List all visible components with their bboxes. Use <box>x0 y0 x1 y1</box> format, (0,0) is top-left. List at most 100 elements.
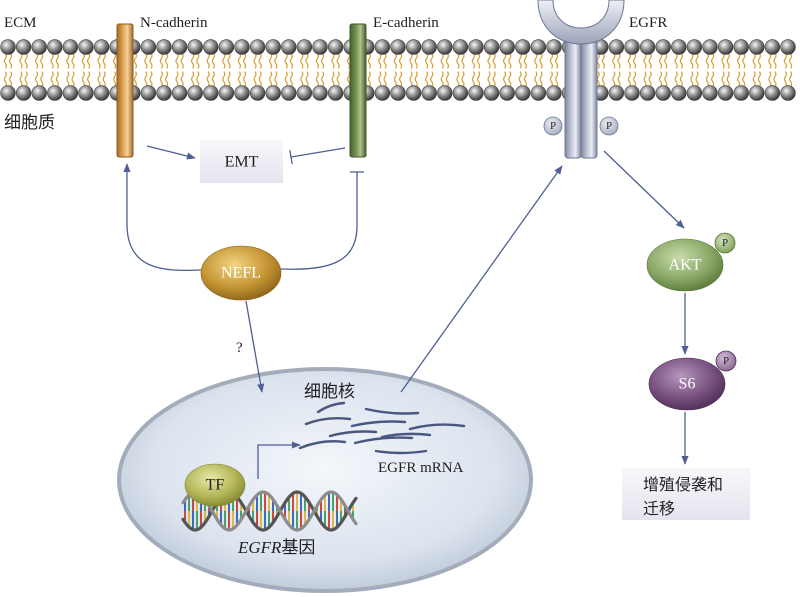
n-cadherin-label: N-cadherin <box>140 15 208 31</box>
lipid-head <box>624 85 640 101</box>
lipid-head <box>437 85 453 101</box>
egfr-label: EGFR <box>629 15 667 31</box>
lipid-tail <box>518 71 522 87</box>
lipid-head <box>608 39 625 55</box>
lipid-tail <box>40 53 44 69</box>
mrna-strand <box>304 416 352 426</box>
outcome-node: 增殖侵袭和 迁移 <box>622 468 750 520</box>
lipid-head <box>530 39 547 55</box>
lipid-tail <box>347 53 351 69</box>
lipid-head <box>93 39 110 55</box>
lipid-tail <box>555 53 559 69</box>
lipid-tail <box>165 53 169 69</box>
lipid-tail <box>399 53 403 69</box>
lipid-head <box>234 85 250 101</box>
lipid-tail <box>477 53 481 69</box>
lipid-tail <box>222 71 226 87</box>
lipid-head <box>515 85 531 101</box>
lipid-tail <box>492 71 496 87</box>
lipid-tail <box>289 71 293 87</box>
lipid-tail <box>523 53 527 69</box>
lipid-tail <box>149 53 153 69</box>
lipid-tail <box>757 53 761 69</box>
lipid-tail <box>35 71 39 87</box>
lipid-tail <box>253 71 257 87</box>
lipid-tail <box>191 53 195 69</box>
lipid-tail <box>175 71 179 87</box>
lipid-tail <box>253 53 257 69</box>
mrna-strand <box>298 440 347 450</box>
lipid-tail <box>659 71 663 87</box>
phospho-circle <box>543 116 563 136</box>
lipid-tail <box>627 53 631 69</box>
s6-ellipse <box>648 357 726 411</box>
lipid-tail <box>664 71 668 87</box>
lipid-tail <box>196 71 200 87</box>
e-cadherin: E-cadherin <box>349 15 439 158</box>
lipid-tail <box>305 71 309 87</box>
lipid-tail <box>643 71 647 87</box>
lipid-head <box>686 39 703 55</box>
lipid-tail <box>393 71 397 87</box>
lipid-head <box>312 39 328 55</box>
lipid-head <box>686 85 703 101</box>
lipid-tail <box>409 71 413 87</box>
lipid-tail <box>315 53 319 69</box>
lipid-tail <box>440 71 444 87</box>
lipid-tail <box>50 71 54 87</box>
lipid-tail <box>471 71 475 87</box>
lipid-tail <box>269 71 273 87</box>
lipid-head <box>390 85 406 101</box>
egfr-phospho-right: P <box>599 116 619 136</box>
lipid-tail <box>331 71 335 87</box>
emt-label: EMT <box>225 154 259 171</box>
lipid-tail <box>206 53 210 69</box>
lipid-tail <box>165 71 169 87</box>
lipid-tail <box>643 53 647 69</box>
lipid-tail <box>258 53 262 69</box>
lipid-tail <box>503 71 507 87</box>
lipid-head <box>671 39 687 55</box>
lipid-head <box>499 39 515 55</box>
lipid-head <box>780 85 796 101</box>
arrow-ncadherin-to-emt <box>146 145 196 160</box>
lipid-tail <box>206 71 210 87</box>
lipid-tail <box>430 71 434 87</box>
lipid-tail <box>617 71 621 87</box>
lipid-head <box>655 39 671 55</box>
lipid-tail <box>726 53 730 69</box>
lipid-head <box>468 39 484 55</box>
arrow-mrna-to-egfr <box>400 165 563 393</box>
mrna-strand <box>353 436 414 445</box>
mrna-strand <box>380 432 432 439</box>
lipid-tail <box>3 53 7 69</box>
lipid-tail <box>534 71 538 87</box>
lipid-tail <box>773 53 777 69</box>
lipid-tail <box>487 53 491 69</box>
lipid-tail <box>237 53 241 69</box>
lipid-head <box>530 85 547 101</box>
lipid-tail <box>601 53 605 69</box>
lipid-head <box>78 85 94 101</box>
lipid-head <box>171 39 188 55</box>
lipid-head <box>405 85 422 101</box>
uncertain-link-mark: ? <box>236 340 243 356</box>
lipid-tail <box>175 53 179 69</box>
lipid-tail <box>445 53 449 69</box>
mrna-strand <box>328 430 378 438</box>
lipid-tail <box>757 71 761 87</box>
lipid-head <box>140 85 157 101</box>
lipid-tail <box>159 53 163 69</box>
nucleus-label: 细胞核 <box>304 382 355 401</box>
egfr-ligand-binding-cup <box>537 0 625 45</box>
phospho-circle <box>599 116 619 136</box>
lipid-head <box>47 85 63 101</box>
lipid-head <box>515 39 531 55</box>
lipid-tail <box>378 71 382 87</box>
lipid-head <box>47 39 63 55</box>
lipid-tail <box>612 71 616 87</box>
lipid-tail <box>274 71 278 87</box>
lipid-tail <box>487 71 491 87</box>
lipid-tail <box>492 53 496 69</box>
lipid-head <box>0 39 16 55</box>
